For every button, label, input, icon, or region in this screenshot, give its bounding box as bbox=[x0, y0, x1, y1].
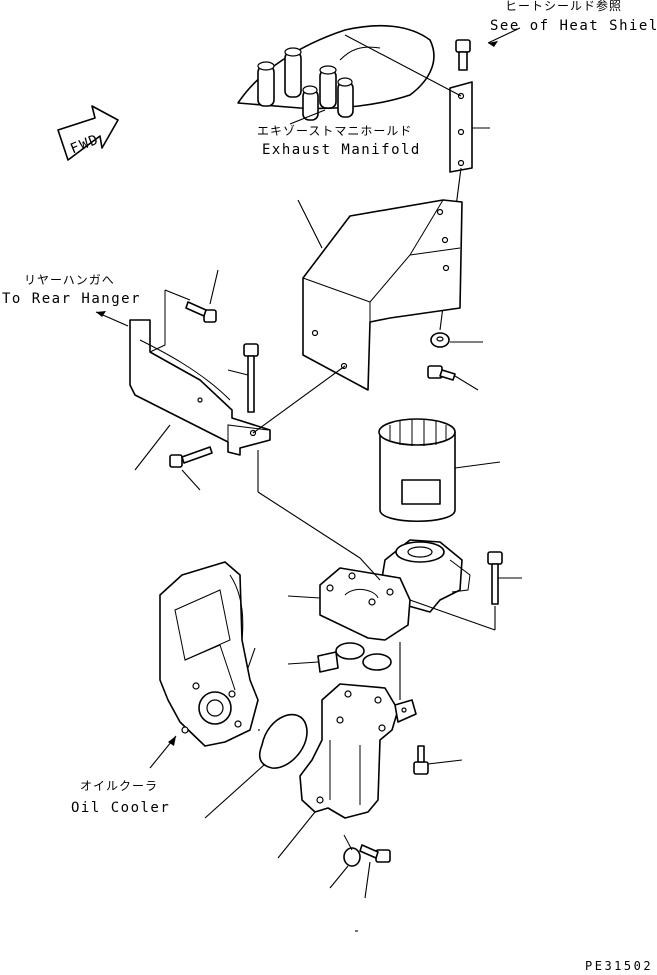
cover-bolt bbox=[427, 365, 479, 391]
oil-filter bbox=[378, 418, 501, 522]
rear-bracket bbox=[129, 289, 346, 471]
exhaust-manifold-drawing bbox=[237, 24, 435, 121]
rear-hanger-label-en: To Rear Hanger bbox=[2, 291, 141, 307]
heat-shield-callout: ヒートシールド参照 See of Heat Shield bbox=[487, 0, 657, 47]
oil-cooler-label-en: Oil Cooler bbox=[71, 800, 170, 816]
oil-cooler-callout: オイルクーラ Oil Cooler bbox=[71, 647, 308, 819]
heat-shield-label-jp: ヒートシールド参照 bbox=[505, 0, 622, 13]
gasket-pair bbox=[287, 642, 401, 700]
rear-hanger-label-jp: リヤーハンガへ bbox=[24, 273, 115, 287]
upper-bracket bbox=[344, 34, 490, 331]
bracket-bolt-lower bbox=[169, 446, 213, 491]
heat-shield-label-en: See of Heat Shield bbox=[490, 18, 657, 34]
bracket-bolt-upper bbox=[185, 269, 219, 323]
oil-pipe-assembly bbox=[277, 683, 417, 859]
filter-head-bolt bbox=[487, 551, 522, 630]
bottom-clip bbox=[329, 834, 361, 889]
exhaust-manifold-label-en: Exhaust Manifold bbox=[262, 142, 421, 158]
bottom-bolt bbox=[359, 844, 391, 899]
rear-bracket-callout: リヤーハンガへ To Rear Hanger bbox=[2, 273, 141, 327]
heat-shield-bolt bbox=[455, 39, 471, 71]
oil-cooler-label-jp: オイルクーラ bbox=[80, 779, 158, 793]
heat-shield-cover bbox=[297, 199, 463, 391]
oil-cooler-housing bbox=[159, 561, 259, 747]
fwd-arrow: FWD bbox=[57, 105, 119, 161]
cover-washer bbox=[430, 332, 483, 348]
pipe-bolt bbox=[413, 745, 463, 775]
drawing-code: PE31502 bbox=[585, 959, 653, 973]
exhaust-manifold-label-jp: エキゾーストマニホールド bbox=[257, 124, 412, 138]
bracket-long-bolt bbox=[227, 343, 259, 413]
adapter-block bbox=[257, 450, 496, 641]
exhaust-manifold-callout: エキゾーストマニホールド Exhaust Manifold bbox=[257, 109, 421, 158]
